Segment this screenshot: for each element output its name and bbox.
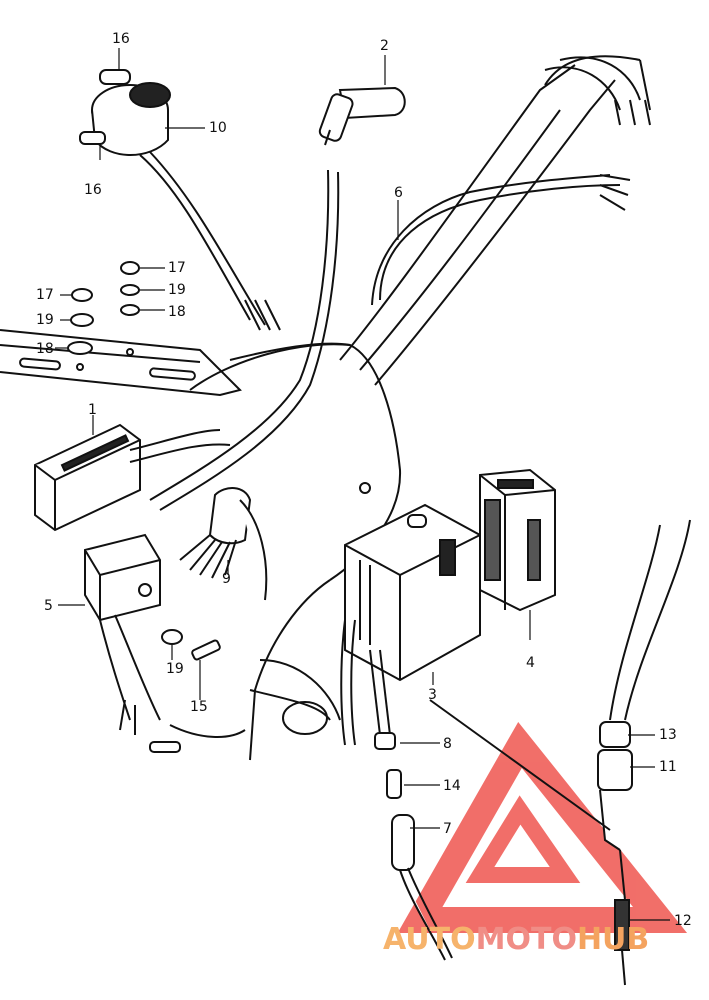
label-12: 12 (674, 913, 692, 929)
label-13: 13 (659, 727, 677, 743)
main-wire-harness (371, 56, 651, 306)
label-5: 5 (44, 598, 53, 614)
label-16-top: 16 (112, 31, 130, 47)
label-9: 9 (222, 571, 231, 587)
label-19-left: 19 (36, 312, 54, 328)
stop-switch (429, 519, 691, 986)
watermark-hub: HUB (576, 922, 650, 957)
label-10: 10 (209, 120, 227, 136)
label-16-bottom: 16 (84, 182, 102, 198)
hardware-washers (67, 261, 140, 355)
watermark-logo-icon (397, 721, 688, 933)
regulator-relay (84, 533, 181, 753)
label-19-lower: 19 (166, 661, 184, 677)
label-14: 14 (443, 778, 461, 794)
label-15: 15 (190, 699, 208, 715)
watermark-text: AUTOMOTOHUB (383, 922, 649, 957)
label-18-right: 18 (168, 304, 186, 320)
spark-plug-cap (318, 86, 406, 146)
ignition-switch (79, 69, 281, 331)
mounting-bracket (0, 329, 242, 397)
label-6: 6 (394, 185, 403, 201)
battery (344, 503, 481, 682)
connector-bundle (179, 487, 268, 601)
lower-hardware (161, 629, 246, 738)
label-3: 3 (428, 687, 437, 703)
label-18-left: 18 (36, 341, 54, 357)
battery-case (479, 468, 556, 612)
leader-lines (55, 48, 670, 921)
label-17-right: 17 (168, 260, 186, 276)
label-7: 7 (443, 821, 452, 837)
high-tension-cord (149, 169, 340, 511)
label-8: 8 (443, 736, 452, 752)
ignition-coil (34, 423, 231, 532)
label-19-right: 19 (168, 282, 186, 298)
label-2: 2 (380, 38, 389, 54)
fuse-holder (374, 732, 453, 961)
watermark-auto: AUTO (383, 922, 476, 957)
frame-backbone (339, 55, 651, 386)
watermark-moto: MOTO (475, 922, 577, 957)
battery-lead (340, 619, 391, 746)
label-17-left: 17 (36, 287, 54, 303)
label-11: 11 (659, 759, 677, 775)
label-4: 4 (526, 655, 535, 671)
label-1: 1 (88, 402, 97, 418)
